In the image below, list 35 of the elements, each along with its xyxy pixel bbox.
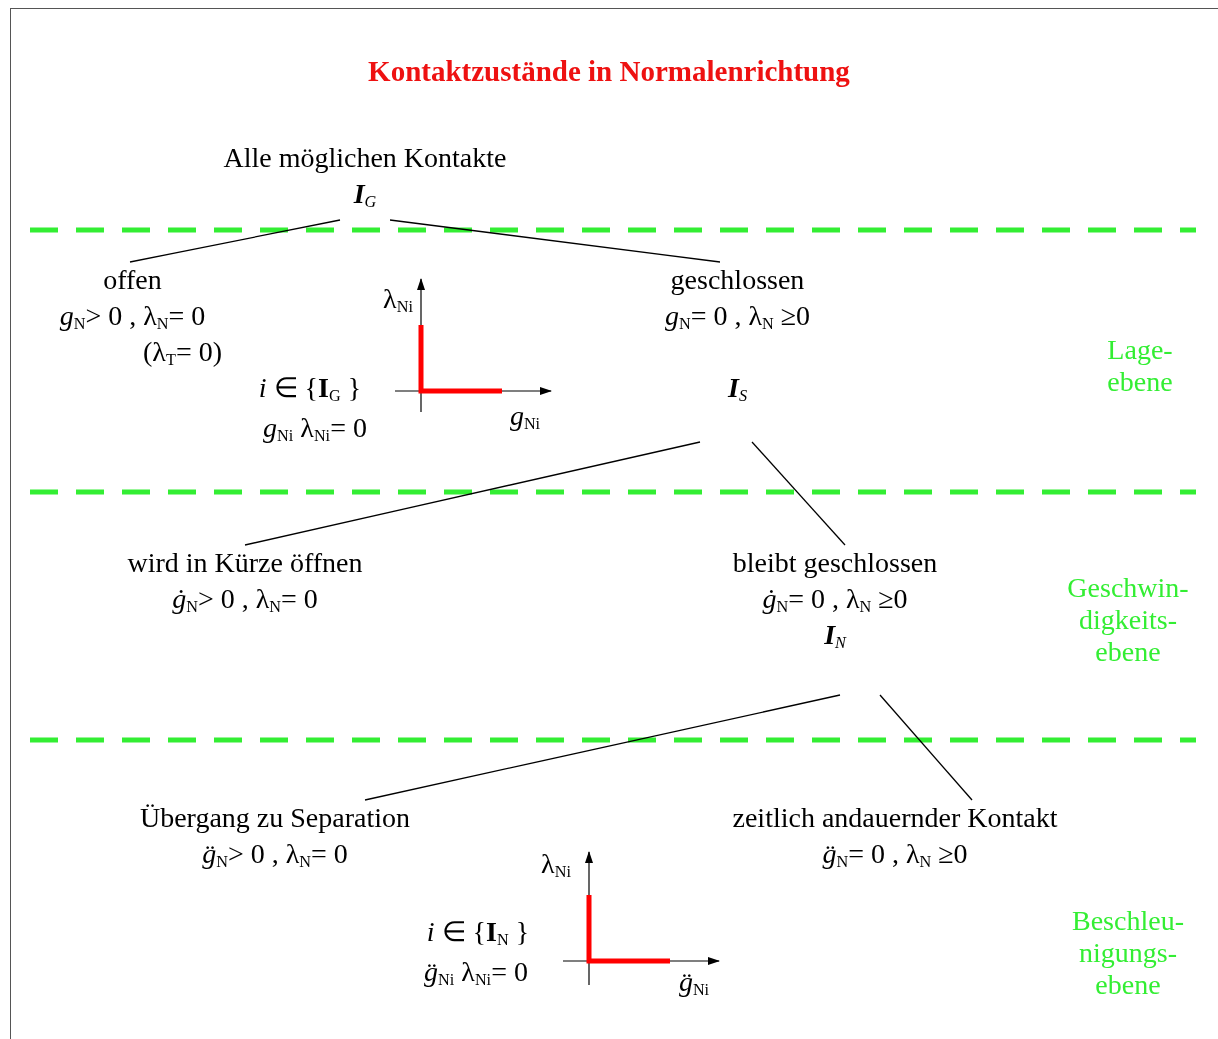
tree-branch-line (364, 694, 841, 801)
complementarity-formula: g̈$_{Ni}$ λ$_{Ni}$= 0 (424, 956, 528, 987)
state-name: Alle möglichen Kontakte (223, 142, 507, 173)
index-set-symbol: I$_{N}$ (824, 619, 846, 650)
index-set-symbol: I$_{G}$ (353, 178, 377, 209)
tree-branch-line (129, 219, 341, 263)
axis-label: g$_{Ni}$ (509, 400, 541, 431)
diagram-title: Kontaktzustände in Normalenrichtung (367, 55, 851, 88)
tree-branch-line (389, 219, 721, 263)
tree-branch-line (879, 694, 973, 801)
condition-formula: ġ$_{N}$> 0 , λ$_{N}$= 0 (172, 583, 318, 614)
condition-formula: g$_{N}$> 0 , λ$_{N}$= 0 (59, 300, 206, 331)
axis-label: g̈$_{Ni}$ (678, 966, 710, 997)
condition-formula: g̈$_{N}$> 0 , λ$_{N}$= 0 (202, 838, 348, 869)
axis-label: λ$_{Ni}$ (383, 283, 413, 314)
level-label: Lage- ebene (1107, 334, 1173, 397)
state-name: Übergang zu Separation (139, 802, 411, 833)
condition-formula: g̈$_{N}$= 0 , λ$_{N}$ ≥0 (822, 838, 968, 869)
state-name: geschlossen (670, 264, 805, 295)
level-label: Beschleu- nigungs- ebene (1072, 905, 1184, 1000)
index-set-formula: i ∈ {I$_{N}$ } (426, 916, 530, 947)
condition-formula: ġ$_{N}$= 0 , λ$_{N}$ ≥0 (762, 583, 908, 614)
condition-formula: g$_{N}$= 0 , λ$_{N}$ ≥0 (664, 300, 811, 331)
state-name: wird in Kürze öffnen (127, 547, 363, 578)
axis-label: λ$_{Ni}$ (541, 848, 571, 879)
level-label: Geschwin- digkeits- ebene (1067, 572, 1189, 667)
condition-note: (λ$_{T}$= 0) (143, 336, 222, 367)
tree-branch-line (751, 441, 846, 546)
tree-branch-line (244, 441, 701, 546)
index-set-symbol: I$_{S}$ (728, 372, 747, 403)
index-set-formula: i ∈ {I$_{G}$ } (258, 372, 362, 403)
state-name: zeitlich andauernder Kontakt (732, 802, 1058, 833)
state-name: offen (103, 264, 162, 295)
complementarity-formula: g$_{Ni}$ λ$_{Ni}$= 0 (263, 412, 367, 443)
state-name: bleibt geschlossen (732, 547, 938, 578)
